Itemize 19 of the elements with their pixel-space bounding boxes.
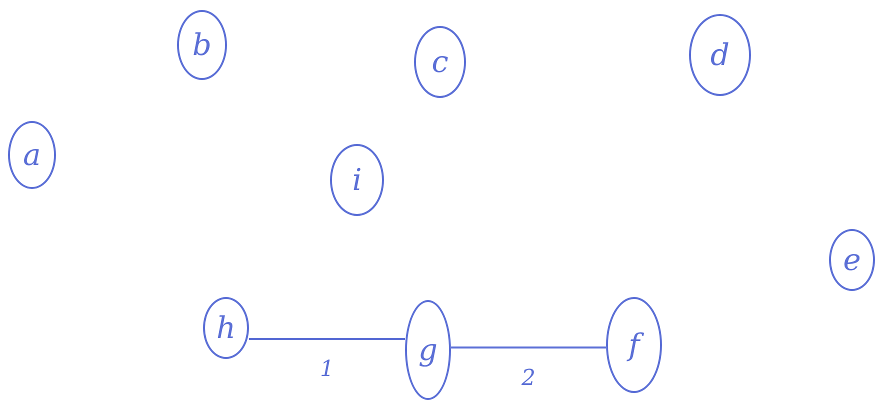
node-letter: b xyxy=(192,28,212,62)
connector-line xyxy=(451,346,606,348)
connector-line xyxy=(249,338,405,340)
node-letter: e xyxy=(843,242,861,278)
node-letter: g xyxy=(418,332,438,368)
node-ellipse xyxy=(177,10,227,80)
node-ellipse xyxy=(606,297,662,393)
node-letter: h xyxy=(216,310,236,346)
node-ellipse xyxy=(330,144,384,216)
node-letter: i xyxy=(352,162,362,198)
node-ellipse xyxy=(8,121,56,189)
node-ellipse xyxy=(414,26,466,98)
node-ellipse xyxy=(689,14,751,96)
node-ellipse xyxy=(203,297,249,359)
node-ellipse xyxy=(405,300,451,400)
node-letter: a xyxy=(23,138,41,172)
node-ellipse xyxy=(829,229,875,291)
node-letter: d xyxy=(710,38,730,72)
node-letter: c xyxy=(432,44,448,80)
